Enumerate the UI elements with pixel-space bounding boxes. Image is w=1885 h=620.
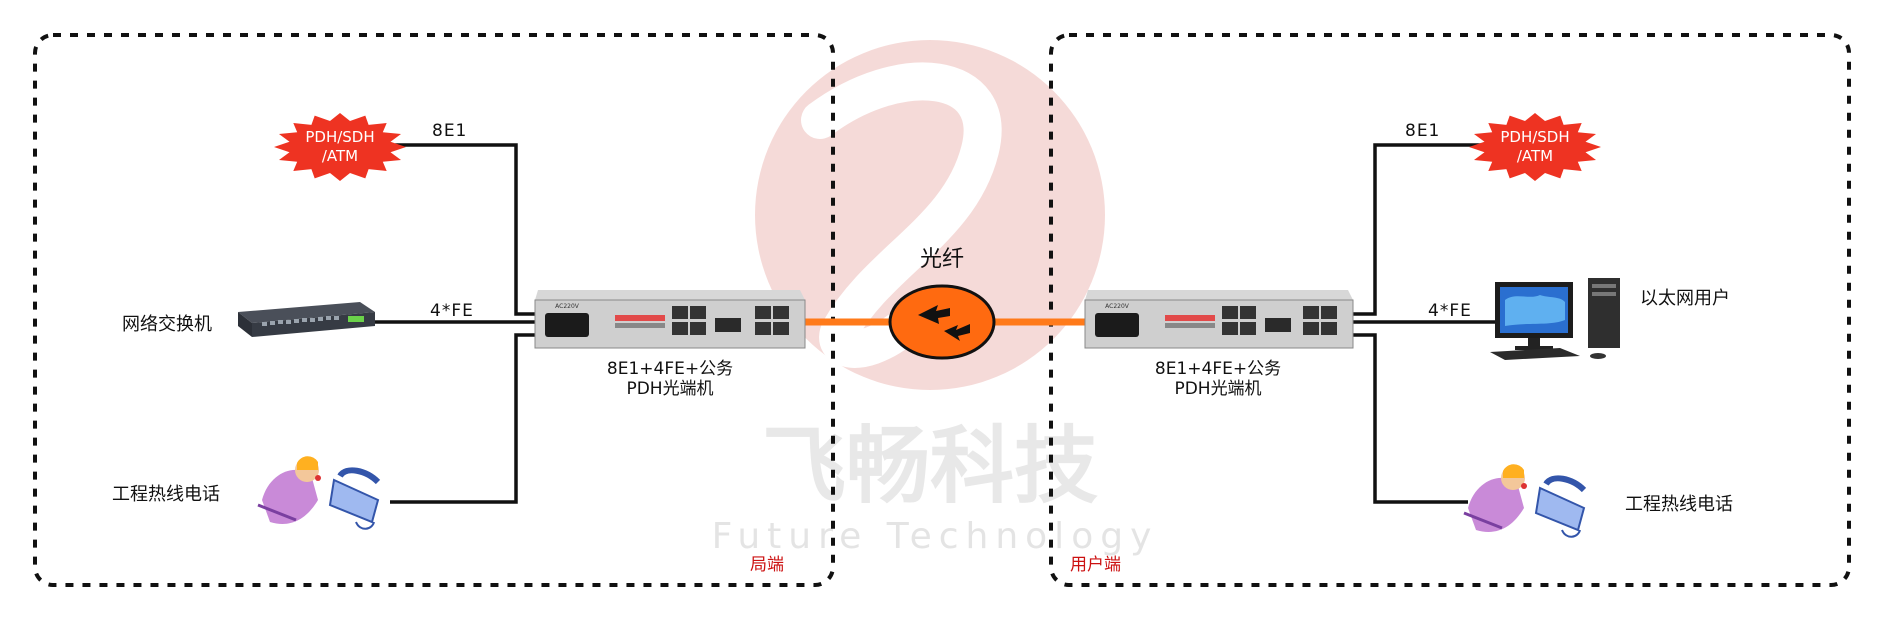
right-panel-ac-label: AC220V [1105, 303, 1130, 310]
user-site-box [1049, 33, 1851, 587]
left-pdh-sdh-atm-burst: PDH/SDH /ATM [274, 113, 406, 181]
right-burst-line1: PDH/SDH [1500, 128, 1569, 146]
watermark-brand-cn: 飞畅科技 [762, 417, 1098, 515]
right-device-line1: 8E1+4FE+公务 [1155, 359, 1281, 379]
left-fe-label: 4*FE [430, 301, 474, 321]
left-phone-line [390, 333, 535, 504]
network-switch-icon [238, 302, 375, 337]
right-burst-line2: /ATM [1517, 147, 1553, 165]
central-site-label: 局端 [750, 555, 784, 575]
fiber-converter-icon [888, 284, 996, 360]
right-phone-label: 工程热线电话 [1625, 494, 1733, 515]
pc-label: 以太网用户 [1640, 288, 1730, 309]
left-e1-line [395, 143, 535, 316]
left-rj45-ports [672, 306, 789, 335]
right-hotline-phone-icon [1463, 464, 1587, 538]
left-burst-line1: PDH/SDH [305, 128, 374, 146]
right-e1-label: 8E1 [1405, 121, 1440, 141]
right-pdh-sdh-atm-burst: PDH/SDH /ATM [1469, 113, 1601, 181]
ethernet-pc-icon [1490, 278, 1620, 360]
left-device-line1: 8E1+4FE+公务 [607, 359, 733, 379]
right-phone-line [1350, 333, 1468, 504]
left-phone-label: 工程热线电话 [112, 484, 220, 505]
fiber-label: 光纤 [920, 247, 964, 272]
left-device-line2: PDH光端机 [626, 379, 713, 399]
watermark: 飞畅科技 Future Technology [712, 40, 1159, 557]
right-fe-label: 4*FE [1428, 301, 1472, 321]
user-site-label: 用户端 [1070, 555, 1121, 575]
left-burst-line2: /ATM [322, 147, 358, 165]
left-e1-label: 8E1 [432, 121, 467, 141]
switch-label: 网络交换机 [122, 314, 212, 335]
left-pdh-optical-terminal: AC220V [534, 290, 806, 349]
power-socket [545, 313, 589, 337]
watermark-brand-en: Future Technology [712, 516, 1159, 557]
right-pdh-optical-terminal: AC220V [1084, 290, 1354, 349]
watermark-swoosh [801, 62, 1002, 368]
left-panel-ac-label: AC220V [555, 303, 580, 310]
burst-shape [1469, 113, 1601, 181]
power-socket [1095, 313, 1139, 337]
right-device-line2: PDH光端机 [1174, 379, 1261, 399]
right-rj45-ports [1222, 306, 1337, 335]
central-site-box [33, 33, 835, 587]
right-e1-line [1350, 143, 1485, 316]
left-hotline-phone-icon [257, 456, 381, 530]
burst-shape [274, 113, 406, 181]
